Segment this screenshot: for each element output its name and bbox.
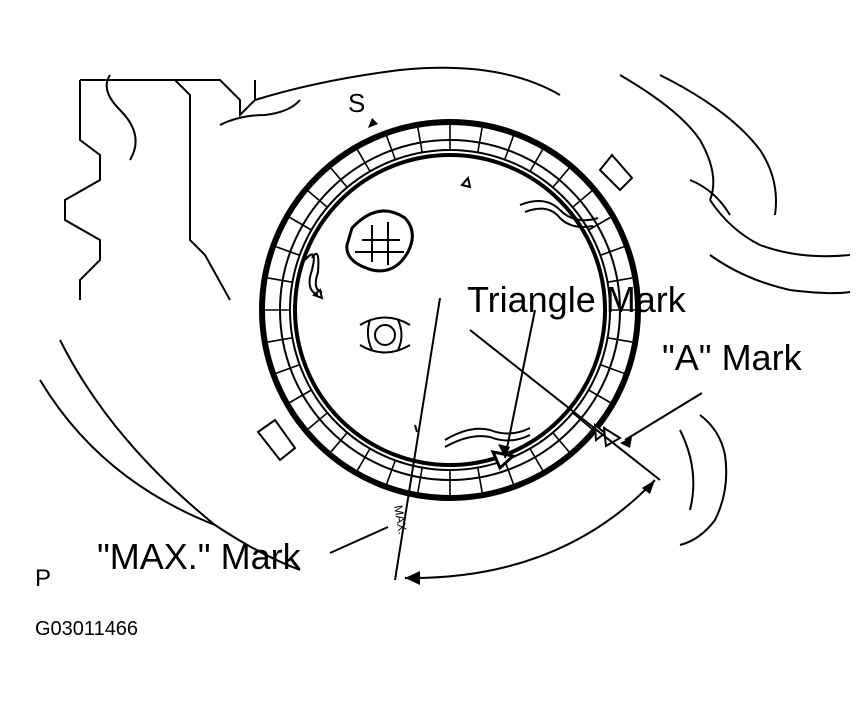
max-mark-label: "MAX." Mark	[97, 536, 302, 577]
arc-arrowhead-right	[642, 480, 655, 494]
tank-housing-outline	[39, 66, 851, 571]
a-mark-reference-line	[469, 329, 661, 481]
ring-tick	[552, 167, 570, 188]
max-part-marking: MAX.	[391, 504, 410, 535]
s-mark-arrow	[368, 118, 378, 128]
ring-tick	[307, 412, 328, 430]
ring-tick	[529, 448, 544, 471]
a-mark-leader	[624, 392, 703, 441]
ring-tick	[289, 216, 312, 231]
triangle-mark-symbol	[490, 449, 517, 471]
ring-tick	[289, 389, 312, 404]
ring-tick	[477, 467, 483, 493]
ring-tick	[607, 337, 633, 343]
pump-plate-features	[304, 175, 599, 448]
corner-letter: P	[35, 565, 51, 592]
ring-tick	[417, 467, 423, 493]
ring-tick	[275, 245, 300, 257]
max-mark-line	[394, 297, 441, 581]
rotation-angle-arc	[404, 479, 656, 580]
ring-tick	[529, 149, 544, 172]
ring-tick	[356, 448, 371, 471]
leader-lines	[329, 297, 703, 581]
ring-tick	[356, 149, 371, 172]
ring-tick	[330, 167, 348, 188]
ring-tick	[330, 432, 348, 453]
a-leader-arrowhead	[620, 437, 632, 448]
figure-code: G03011466	[35, 618, 138, 640]
ring-tick	[588, 389, 611, 404]
ring-tick	[385, 460, 397, 485]
max-mark-leader	[329, 526, 389, 554]
ring-tick	[275, 363, 300, 375]
ring-tick	[267, 277, 293, 283]
ring-tick	[588, 216, 611, 231]
ring-tick	[600, 363, 625, 375]
triangle-mark-label: Triangle Mark	[467, 279, 687, 320]
a-mark-label: "A" Mark	[662, 337, 803, 378]
triangle-leader-arrowhead	[498, 444, 510, 458]
ring-tick	[572, 190, 593, 208]
ring-tick	[503, 135, 515, 160]
ring-tick	[307, 190, 328, 208]
ring-tick	[552, 432, 570, 453]
ring-tick	[607, 277, 633, 283]
ring-tick	[572, 412, 593, 430]
s-mark-label: S	[348, 88, 365, 118]
ring-tick	[385, 135, 397, 160]
triangle-mark-leader	[504, 309, 536, 459]
ring-tick	[477, 127, 483, 153]
arc-arrowhead-left	[405, 571, 420, 585]
ring-tick	[267, 337, 293, 343]
ring-tick	[600, 245, 625, 257]
ring-tabs	[256, 153, 634, 462]
ring-tick	[417, 127, 423, 153]
